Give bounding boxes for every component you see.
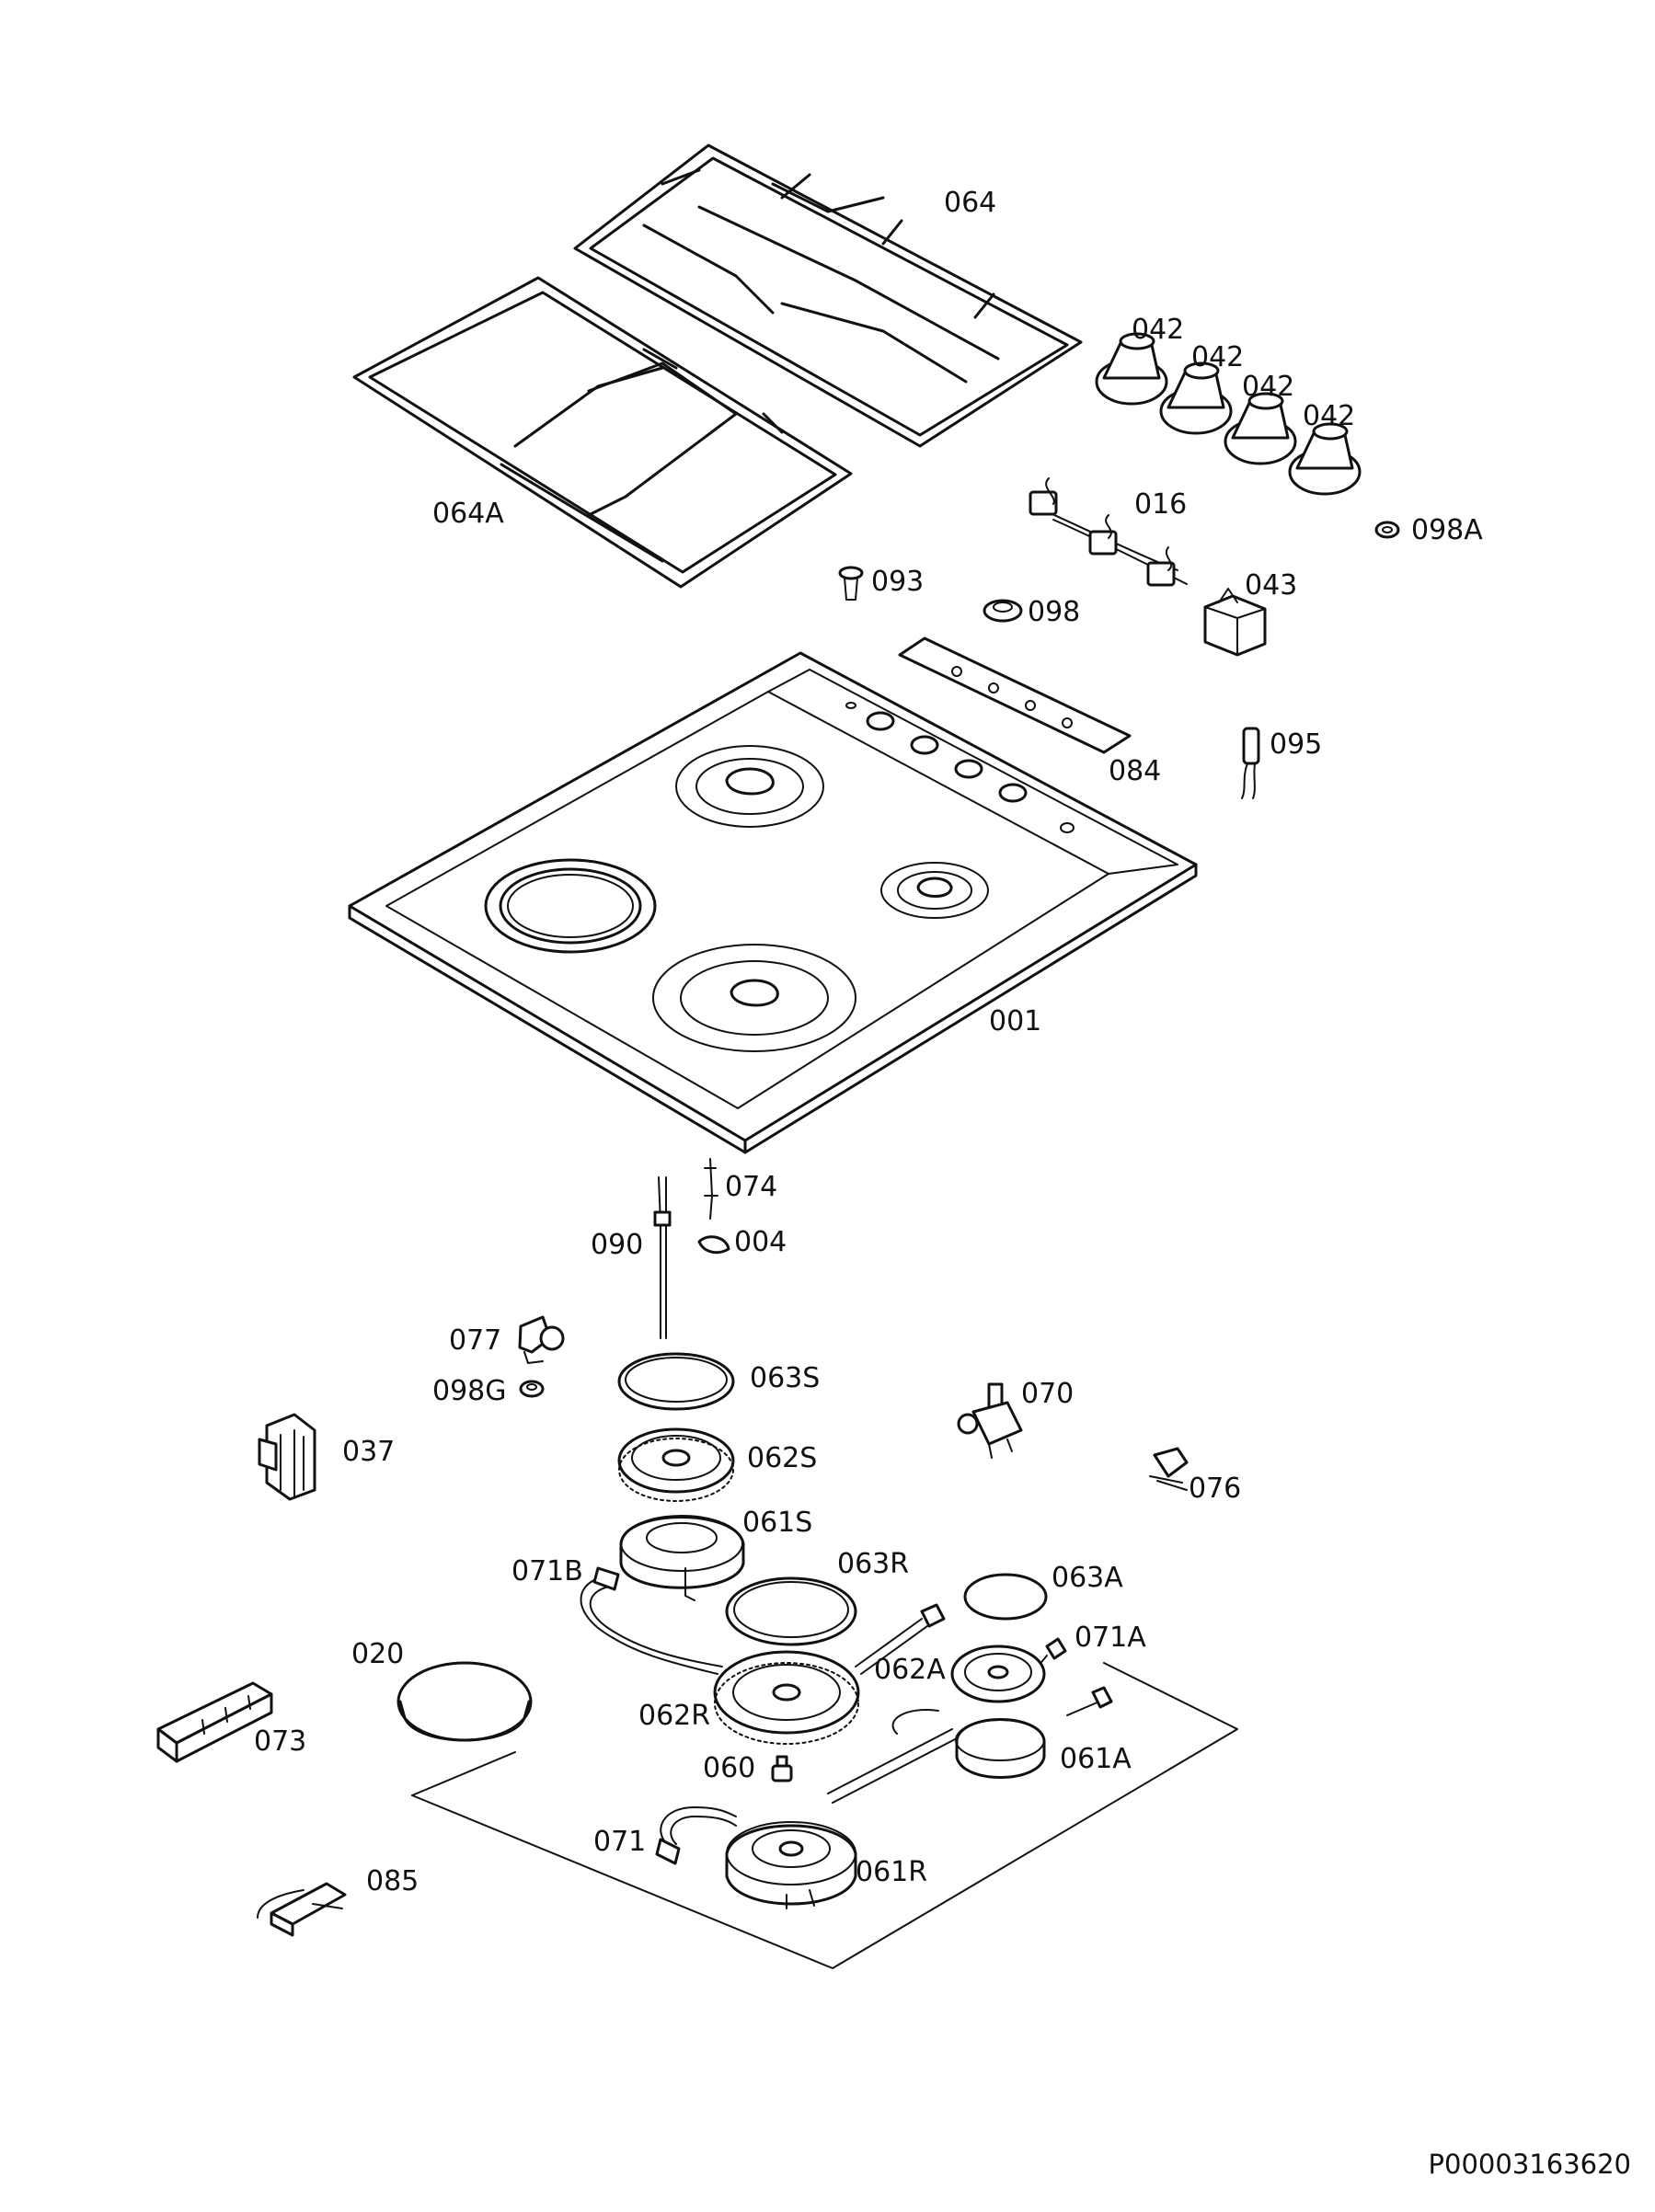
part-061S-burner-base bbox=[619, 1515, 745, 1601]
part-076-clip bbox=[1149, 1447, 1189, 1491]
part-061R-burner-base bbox=[725, 1821, 857, 1909]
part-062R-burner-crown bbox=[713, 1650, 860, 1745]
part-063A-burner-cap bbox=[963, 1573, 1048, 1621]
part-064A-pan-support bbox=[352, 276, 853, 589]
label-077: 077 bbox=[449, 1324, 501, 1357]
part-093-screw bbox=[838, 566, 864, 601]
label-063R: 063R bbox=[837, 1548, 909, 1580]
label-063A: 063A bbox=[1052, 1562, 1123, 1594]
label-071A: 071A bbox=[1075, 1622, 1146, 1654]
document-reference: P00003163620 bbox=[1428, 2149, 1631, 2180]
part-071A-gas-pipe bbox=[855, 1603, 1067, 1675]
part-090-thermocouple bbox=[653, 1176, 672, 1339]
part-064-pan-support bbox=[573, 143, 1083, 448]
label-085: 085 bbox=[366, 1865, 419, 1897]
part-062A-burner-crown bbox=[950, 1645, 1046, 1703]
part-098A-nut bbox=[1374, 521, 1400, 539]
part-095-connector bbox=[1241, 727, 1260, 799]
part-043-spark-generator bbox=[1203, 588, 1267, 657]
label-076: 076 bbox=[1189, 1473, 1241, 1505]
part-098G-nut bbox=[519, 1380, 545, 1398]
label-073: 073 bbox=[254, 1725, 306, 1758]
part-074-spark-electrode bbox=[704, 1158, 718, 1220]
label-004: 004 bbox=[734, 1226, 787, 1258]
part-070-gas-valve bbox=[957, 1382, 1023, 1459]
part-098-nut bbox=[983, 599, 1023, 623]
label-062A: 062A bbox=[874, 1654, 946, 1686]
part-071B-gas-pipe bbox=[580, 1566, 723, 1675]
part-071-gas-pipe bbox=[655, 1728, 958, 1865]
part-060-injector bbox=[771, 1755, 793, 1782]
label-084: 084 bbox=[1109, 755, 1161, 787]
bottom-plate-outline bbox=[411, 1662, 1238, 1969]
label-071B: 071B bbox=[511, 1555, 583, 1587]
part-073-switch-block bbox=[156, 1681, 273, 1763]
label-042-2: 042 bbox=[1191, 341, 1244, 373]
part-063S-burner-cap bbox=[617, 1352, 735, 1411]
label-063S: 063S bbox=[750, 1362, 820, 1394]
label-062S: 062S bbox=[747, 1442, 817, 1474]
label-042-3: 042 bbox=[1242, 371, 1294, 403]
part-020-wok-ring bbox=[397, 1661, 533, 1742]
label-016: 016 bbox=[1134, 488, 1187, 521]
part-062S-burner-crown bbox=[617, 1427, 735, 1502]
label-064: 064 bbox=[944, 187, 996, 219]
label-061R: 061R bbox=[856, 1856, 927, 1888]
part-001-hob-top bbox=[348, 651, 1198, 1154]
label-095: 095 bbox=[1270, 728, 1322, 761]
part-037-bracket bbox=[258, 1413, 316, 1501]
part-042-knobs bbox=[1095, 332, 1362, 496]
label-098A: 098A bbox=[1411, 514, 1483, 546]
label-061S: 061S bbox=[742, 1507, 812, 1539]
label-098: 098 bbox=[1028, 596, 1080, 628]
label-061A: 061A bbox=[1060, 1743, 1132, 1775]
label-070: 070 bbox=[1021, 1378, 1074, 1410]
part-063R-burner-cap bbox=[725, 1576, 857, 1646]
label-071: 071 bbox=[593, 1826, 646, 1858]
part-labels: 064 064A 042 042 042 042 016 098A 093 09… bbox=[254, 187, 1483, 1897]
label-042-1: 042 bbox=[1132, 314, 1184, 346]
label-090: 090 bbox=[591, 1229, 643, 1261]
label-060: 060 bbox=[703, 1752, 755, 1784]
label-064A: 064A bbox=[432, 498, 504, 530]
label-098G: 098G bbox=[432, 1375, 507, 1407]
label-001: 001 bbox=[989, 1005, 1041, 1037]
part-061A-burner-base bbox=[891, 1686, 1113, 1779]
label-043: 043 bbox=[1245, 569, 1297, 602]
label-074: 074 bbox=[725, 1171, 777, 1203]
part-004-clip bbox=[697, 1235, 730, 1255]
part-084-control-strip bbox=[898, 636, 1132, 754]
part-016-ignition-switch bbox=[1029, 477, 1188, 587]
label-037: 037 bbox=[342, 1436, 395, 1468]
part-077-elbow-fitting bbox=[518, 1315, 565, 1364]
label-062R: 062R bbox=[638, 1700, 710, 1732]
label-093: 093 bbox=[871, 566, 924, 598]
part-085-connector bbox=[257, 1882, 347, 1937]
label-020: 020 bbox=[351, 1638, 404, 1670]
label-042-4: 042 bbox=[1303, 400, 1355, 432]
